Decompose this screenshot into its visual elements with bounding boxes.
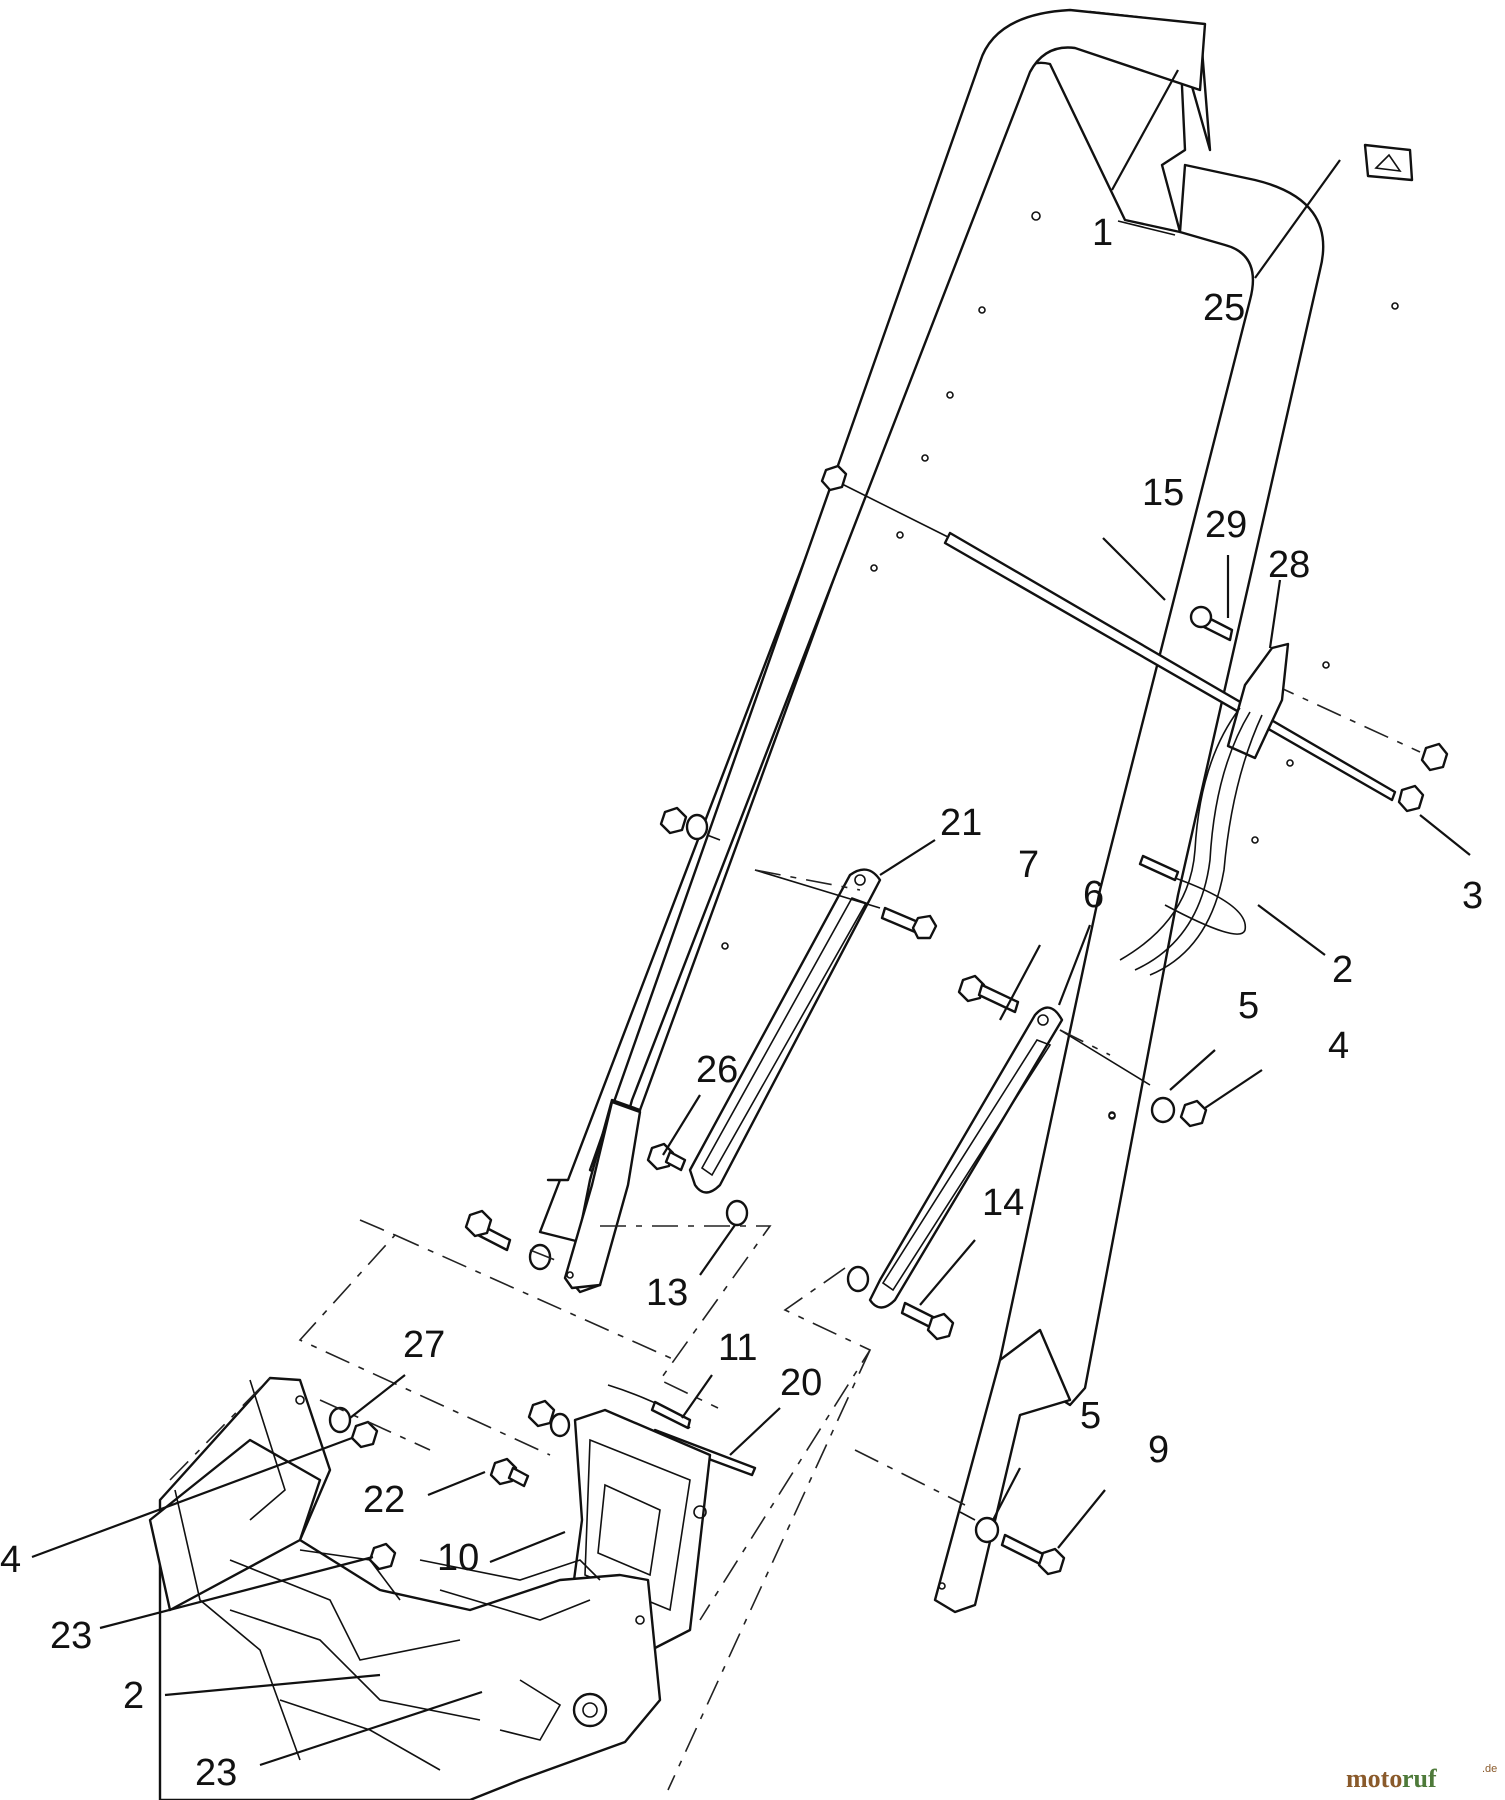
upper-handle-frame <box>538 8 1414 1614</box>
watermark-part1: moto <box>1346 1764 1402 1793</box>
callout-25: 25 <box>1203 287 1245 329</box>
callout-21: 21 <box>940 802 982 844</box>
callout-28: 28 <box>1268 544 1310 586</box>
callout-5-upper: 5 <box>1238 985 1259 1027</box>
callout-2-upper: 2 <box>1332 949 1353 991</box>
callout-20: 20 <box>780 1362 822 1404</box>
callout-5-lower: 5 <box>1080 1395 1101 1437</box>
leader-lines <box>31 69 1471 1767</box>
callout-3: 3 <box>1462 875 1483 917</box>
callout-27: 27 <box>403 1324 445 1366</box>
watermark-part2: ruf <box>1402 1764 1437 1793</box>
callout-10: 10 <box>437 1537 479 1579</box>
callout-labels: 1 25 15 29 28 21 7 6 3 2 5 4 26 14 13 27… <box>0 212 1483 1794</box>
callout-23-lower: 23 <box>195 1752 237 1794</box>
callout-14: 14 <box>982 1182 1024 1224</box>
strap-21 <box>688 868 882 1194</box>
callout-23-upper: 23 <box>50 1615 92 1657</box>
callout-6: 6 <box>1083 874 1104 916</box>
callout-13: 13 <box>646 1272 688 1314</box>
callout-26: 26 <box>696 1049 738 1091</box>
callout-4-lower: 4 <box>0 1539 21 1581</box>
watermark-logo: moto ruf .de <box>1346 1763 1497 1793</box>
cable-guide-bracket <box>1119 605 1290 976</box>
callout-11: 11 <box>718 1327 757 1369</box>
callout-4-upper: 4 <box>1328 1025 1349 1067</box>
assembly-dash-lines <box>169 869 1111 1791</box>
callout-22: 22 <box>363 1479 405 1521</box>
strap-6 <box>868 1006 1064 1309</box>
callout-29: 29 <box>1205 504 1247 546</box>
mower-deck-housing <box>148 1376 662 1800</box>
callout-1: 1 <box>1092 212 1113 254</box>
callout-15: 15 <box>1142 472 1184 514</box>
callout-9: 9 <box>1148 1429 1169 1471</box>
callout-2-lower: 2 <box>123 1675 144 1717</box>
watermark-suffix: .de <box>1482 1763 1497 1775</box>
callout-7: 7 <box>1018 844 1039 886</box>
